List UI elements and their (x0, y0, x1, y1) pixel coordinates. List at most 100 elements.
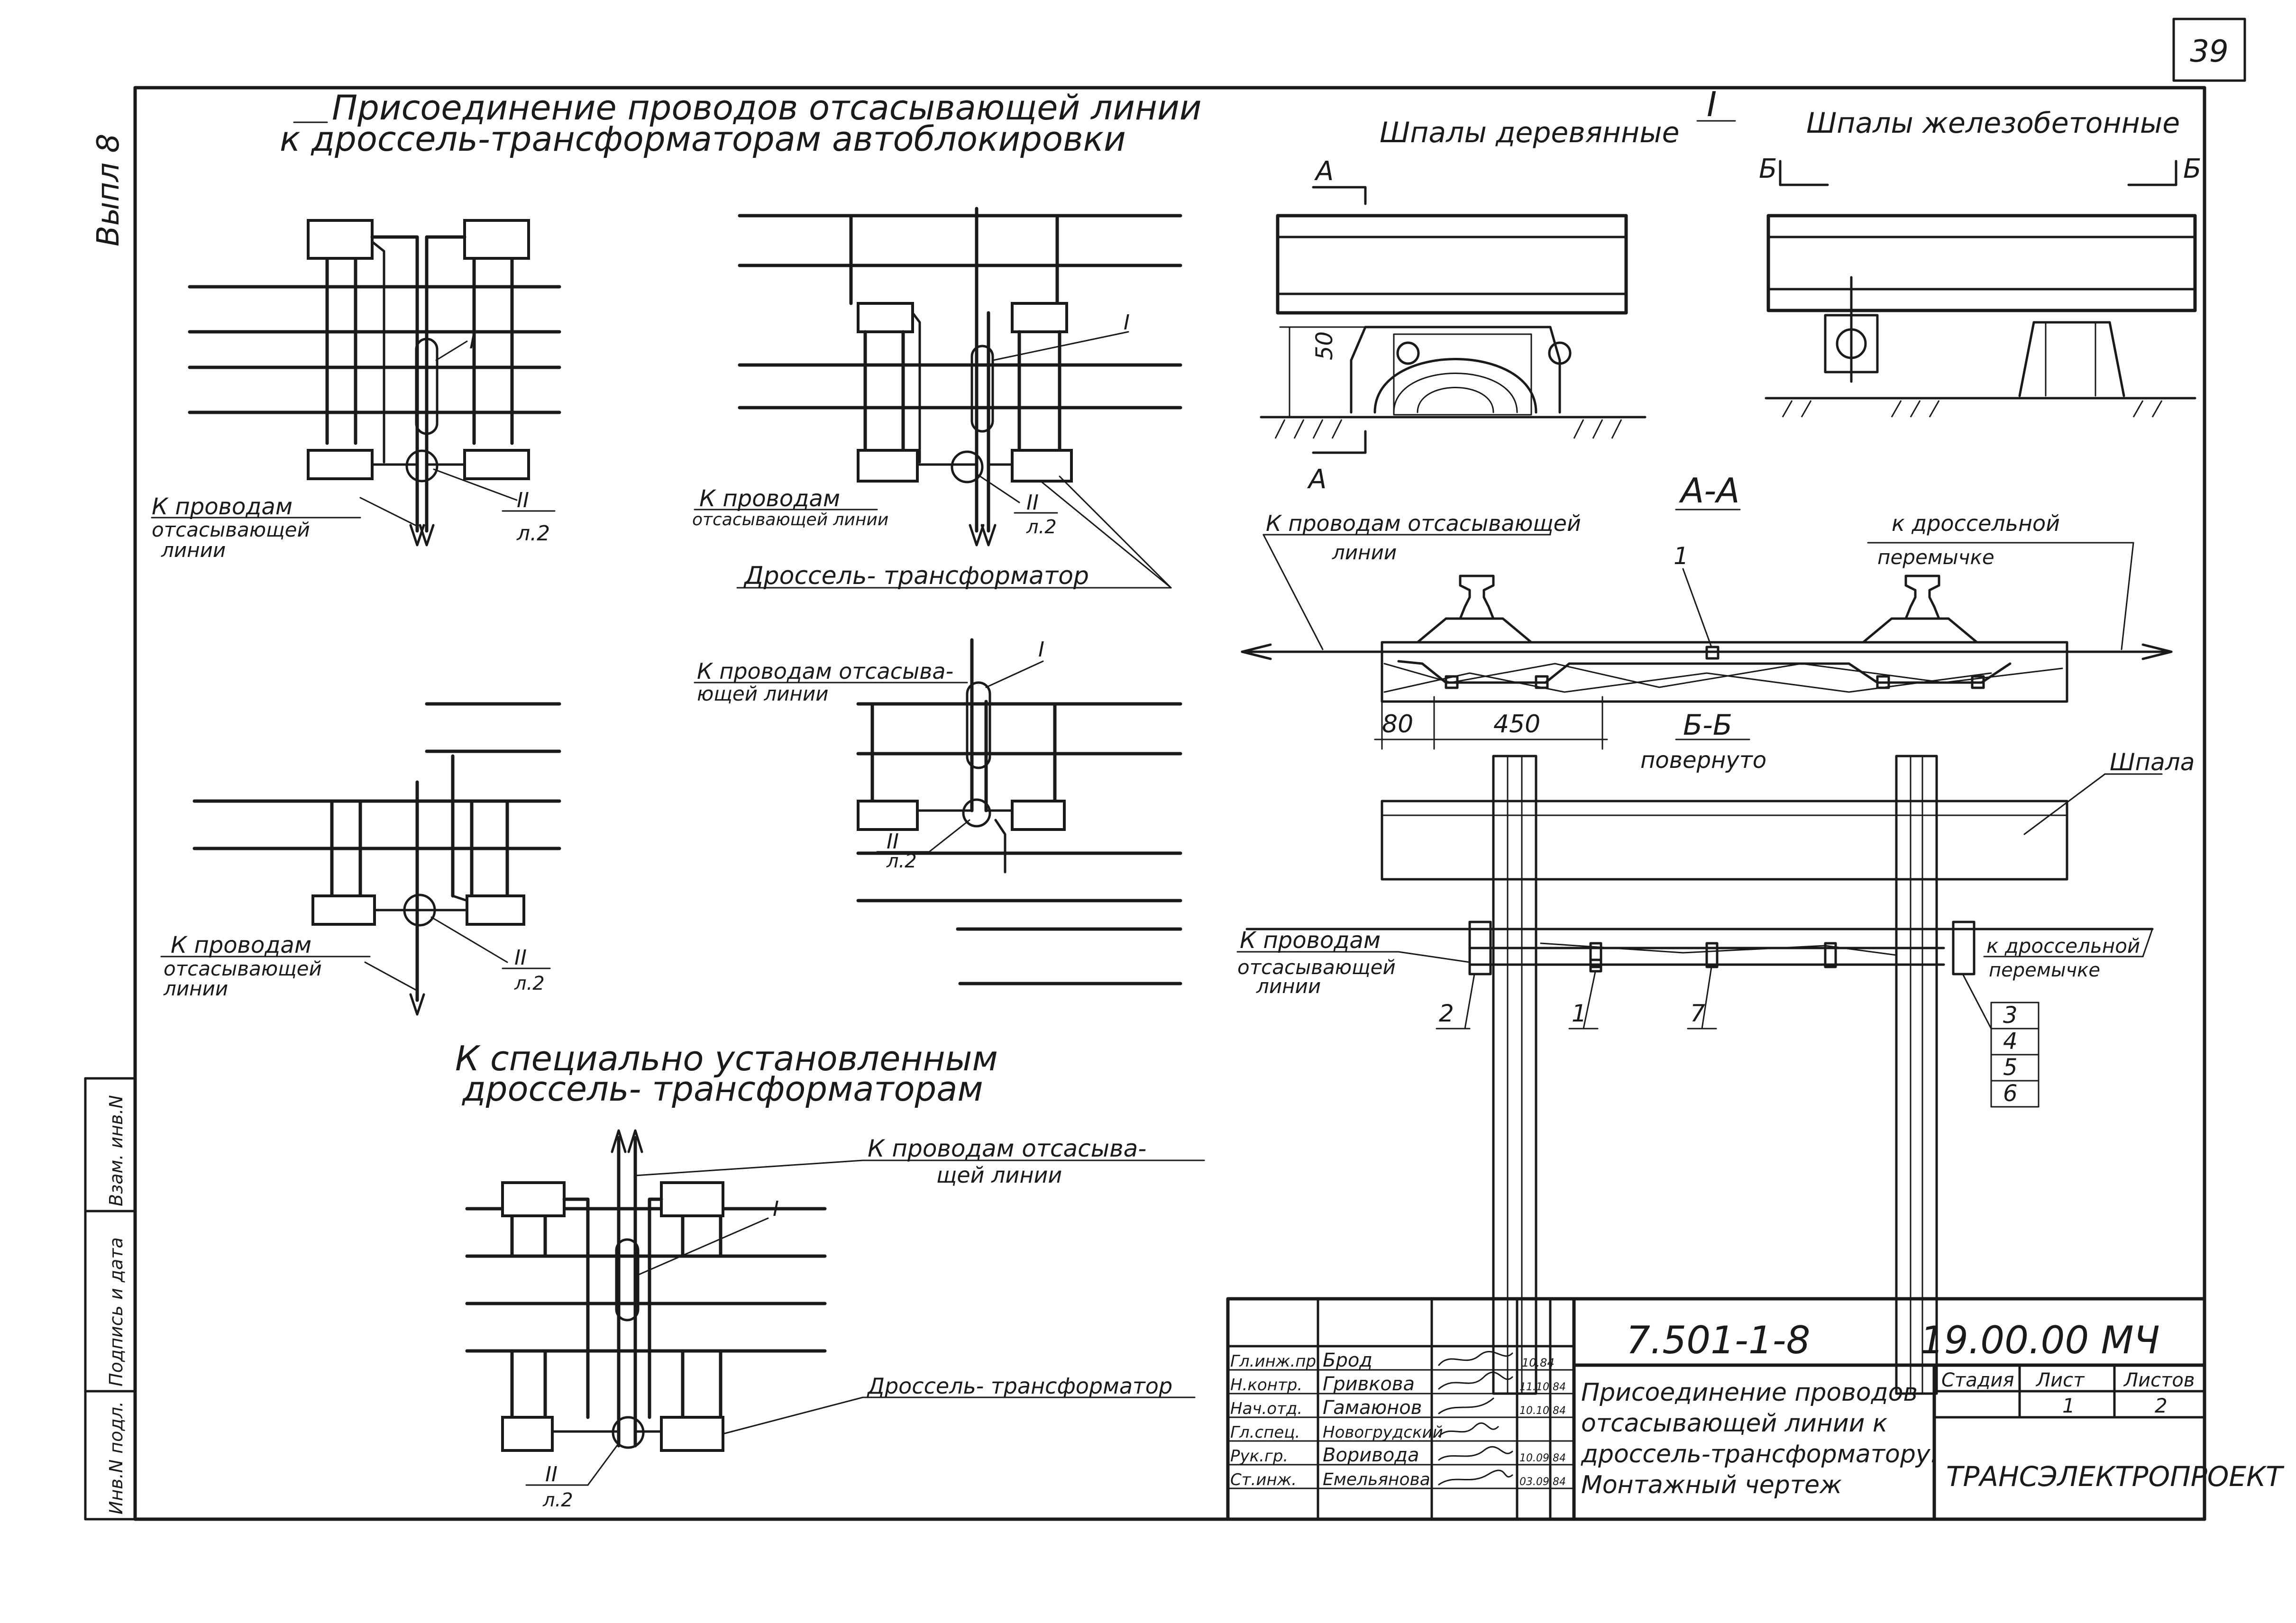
row2-name: Гамаюнов (1323, 1397, 1422, 1419)
bb-callout-2: 2 (1439, 1000, 1454, 1027)
main-title-line1: Присоединение проводов отсасывающей лини… (332, 88, 1202, 128)
bb-left-2: отсасывающей (1237, 956, 1396, 979)
row4-date: 10.09.84 (1519, 1452, 1566, 1464)
bb-right-2: перемычке (1989, 959, 2100, 981)
d3-to-wires-3: линии (163, 977, 228, 1000)
d2-mark-I: I (1124, 310, 1130, 335)
doc-code: 7.501-1-8 (1626, 1318, 1811, 1362)
bb-left-1: К проводам (1240, 927, 1381, 954)
dim-50: 50 (1311, 331, 1338, 360)
sheets-header: Листов (2123, 1369, 2195, 1391)
bb-callout-5: 5 (2003, 1054, 2018, 1081)
aa-left-2: линии (1332, 541, 1397, 564)
bb-callout-6: 6 (2003, 1080, 2018, 1107)
signature-4 (1438, 1422, 1499, 1437)
row1-date: 11.10.84 (1519, 1381, 1566, 1393)
title-line2: отсасывающей линии к (1581, 1409, 1888, 1438)
section-b-left: Б (1759, 154, 1777, 184)
title-line4: Монтажный чертеж (1581, 1471, 1842, 1499)
stage-header: Стадия (1941, 1369, 2014, 1391)
d4-mark-I: I (1038, 638, 1044, 662)
row1-name: Гривкова (1323, 1373, 1415, 1395)
bb-sleeper-label: Шпала (2110, 748, 2195, 776)
d3-to-wires-1: К проводам (171, 932, 311, 958)
detail-mark: I (1707, 84, 1717, 124)
special-title-line2: дроссель- трансформаторам (461, 1069, 983, 1109)
d3-to-wires-2: отсасывающей (164, 957, 322, 980)
d2-sheet-ref: л.2 (1026, 516, 1057, 538)
dim-80: 80 (1382, 710, 1413, 739)
d5-sheet-ref: л.2 (542, 1489, 573, 1511)
d5-mark-I: I (773, 1197, 779, 1221)
section-b-right: Б (2183, 154, 2201, 184)
section-aa-title: А-А (1679, 471, 1740, 511)
title-line1: Присоединение проводов (1581, 1378, 1918, 1407)
aa-right-1: к дроссельной (1892, 511, 2060, 536)
signature-2 (1438, 1371, 1513, 1390)
row0-name: Брод (1323, 1349, 1372, 1371)
aa-callout-1: 1 (1674, 542, 1689, 570)
row1-role: Н.контр. (1230, 1376, 1302, 1395)
dim-450: 450 (1493, 710, 1540, 739)
d5-choke-label: Дроссель- трансформатор (867, 1373, 1172, 1399)
row2-date: 10.10.84 (1519, 1405, 1566, 1417)
bb-left-3: линии (1256, 975, 1321, 998)
row3-name: Новогрудский (1323, 1423, 1443, 1442)
row5-date: 03.09.84 (1519, 1476, 1566, 1488)
d1-sheet-ref: л.2 (516, 521, 550, 546)
diagram-autoblock-3: II л.2 К проводам отсасывающей линии (160, 702, 561, 1016)
diagram-special: I II л.2 К проводам отсасыва- щей линии … (465, 1129, 1205, 1511)
bb-callout-4: 4 (2003, 1028, 2018, 1055)
main-title-line2: к дроссель-трансформаторам автоблокировк… (280, 119, 1126, 159)
row5-name: Емельянова (1323, 1470, 1430, 1489)
row4-name: Воривода (1323, 1444, 1419, 1466)
section-a-top: А (1314, 156, 1334, 187)
row0-date: 10.84 (1522, 1356, 1555, 1369)
d1-to-wires-1: К проводам (152, 493, 293, 520)
organization: ТРАНСЭЛЕКТРОПРОЕКТ (1946, 1460, 2285, 1493)
d5-to-wires-1: К проводам отсасыва- (868, 1135, 1146, 1162)
diagram-autoblock-2: I II л.2 К проводам отсасывающей линии Д… (692, 207, 1182, 590)
d3-mark-II: II (514, 946, 527, 970)
d4-to-wires-1: К проводам отсасыва- (697, 658, 953, 684)
aa-left-1: К проводам отсасывающей (1266, 511, 1581, 536)
bb-callout-7: 7 (1690, 1000, 1705, 1027)
d2-mark-II: II (1026, 491, 1039, 515)
d1-mark-II: II (517, 488, 529, 512)
d5-to-wires-2: щей линии (936, 1162, 1062, 1188)
signature-1 (1438, 1351, 1513, 1366)
d5-mark-II: II (545, 1462, 558, 1486)
sheets-value: 2 (2155, 1394, 2168, 1417)
stamp-inv: Инв.N подл. (106, 1401, 127, 1514)
side-label: Выпл 8 (91, 134, 126, 246)
stamp-replace: Взам. инв.N (106, 1095, 127, 1206)
diagram-autoblock-4: I II л.2 К проводам отсасыва- ющей линии (694, 638, 1182, 931)
section-bb-title: Б-Б (1683, 709, 1732, 742)
section-a-bottom: А (1307, 464, 1326, 495)
drawing-frame (133, 86, 2206, 1521)
d3-sheet-ref: л.2 (514, 973, 545, 994)
bb-callout-1b: 1 (1572, 1000, 1587, 1027)
concrete-sleepers-title: Шпалы железобетонные (1806, 107, 2180, 140)
d2-to-wires-1: К проводам (699, 485, 840, 512)
row4-role: Рук.гр. (1230, 1447, 1288, 1466)
sheet-header: Лист (2035, 1369, 2085, 1391)
signature-3 (1438, 1397, 1494, 1414)
stamp-signature: Подпись и дата (106, 1237, 127, 1386)
row0-role: Гл.инж.пр. (1230, 1352, 1321, 1371)
diagram-autoblock-1: I II л.2 К проводам отсасывающей линии (151, 219, 561, 562)
left-stamp: Инв.N подл. Подпись и дата Взам. инв.N (84, 1077, 137, 1521)
page-number-box (2172, 18, 2246, 82)
d4-to-wires-2: ющей линии (697, 682, 829, 705)
row3-role: Гл.спец. (1230, 1423, 1300, 1442)
title-line3: дроссель-трансформатору. (1581, 1440, 1938, 1468)
d1-to-wires-2: отсасывающей (152, 518, 310, 541)
d1-mark-I: I (469, 329, 476, 354)
d2-choke-label: Дроссель- трансформатор (743, 562, 1089, 590)
d4-sheet-ref: л.2 (886, 850, 917, 872)
sheet-value: 1 (2062, 1394, 2075, 1417)
doc-number: 19.00.00 МЧ (1920, 1318, 2160, 1362)
signature-6 (1438, 1469, 1513, 1486)
